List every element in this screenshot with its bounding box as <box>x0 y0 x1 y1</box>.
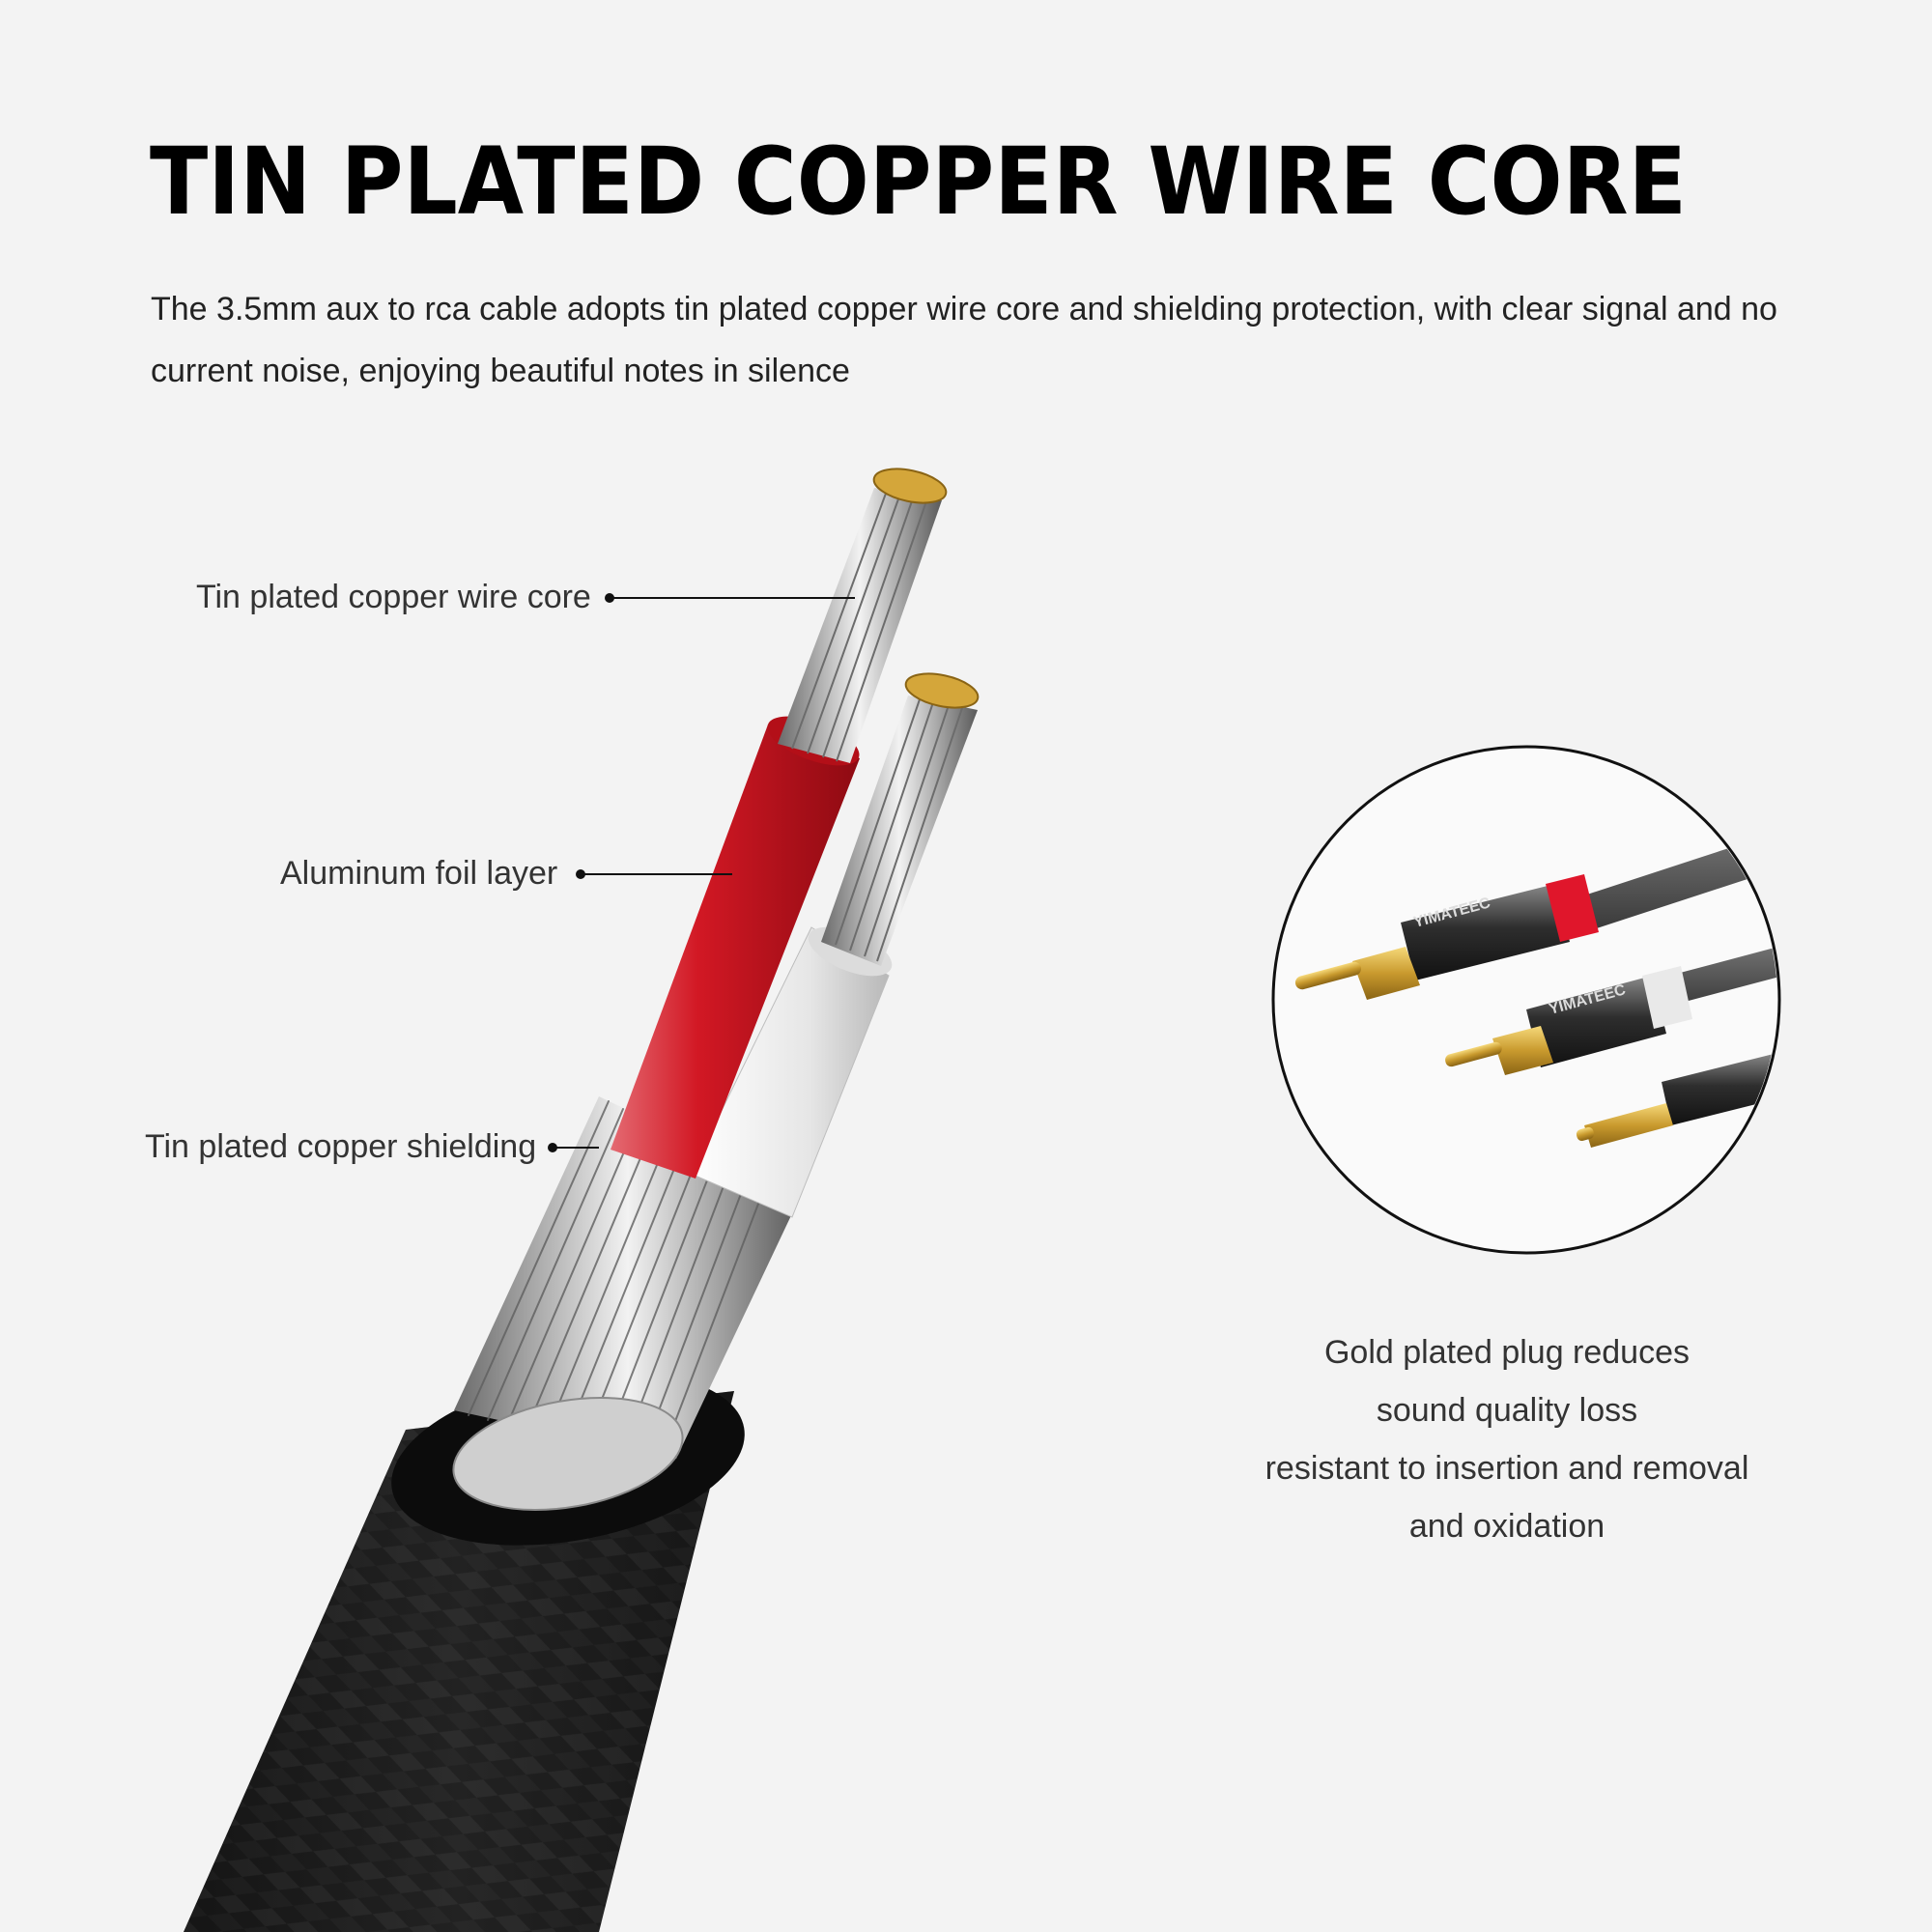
page-subtitle: The 3.5mm aux to rca cable adopts tin pl… <box>151 291 1777 389</box>
plug-inset: YIMATEEC YIMATEEC <box>1271 745 1781 1255</box>
page-title: TIN PLATED COPPER WIRE CORE <box>150 128 1687 236</box>
white-conductor <box>690 672 980 1218</box>
callout-shielding-label: Tin plated copper shielding <box>145 1128 537 1165</box>
callout-foil-label: Aluminum foil layer <box>280 855 558 892</box>
plug-description-line: sound quality loss <box>1376 1392 1638 1429</box>
callout-core-label: Tin plated copper wire core <box>196 579 591 615</box>
callout-lines <box>548 593 855 1152</box>
red-conductor <box>611 468 948 1179</box>
shielding-strands <box>452 1096 802 1512</box>
plug-description-line: resistant to insertion and removal <box>1264 1450 1749 1487</box>
plug-description-line: and oxidation <box>1408 1508 1605 1545</box>
plug-description-line: Gold plated plug reduces <box>1323 1334 1690 1371</box>
plug-description: Gold plated plug reduces sound quality l… <box>1159 1323 1855 1555</box>
